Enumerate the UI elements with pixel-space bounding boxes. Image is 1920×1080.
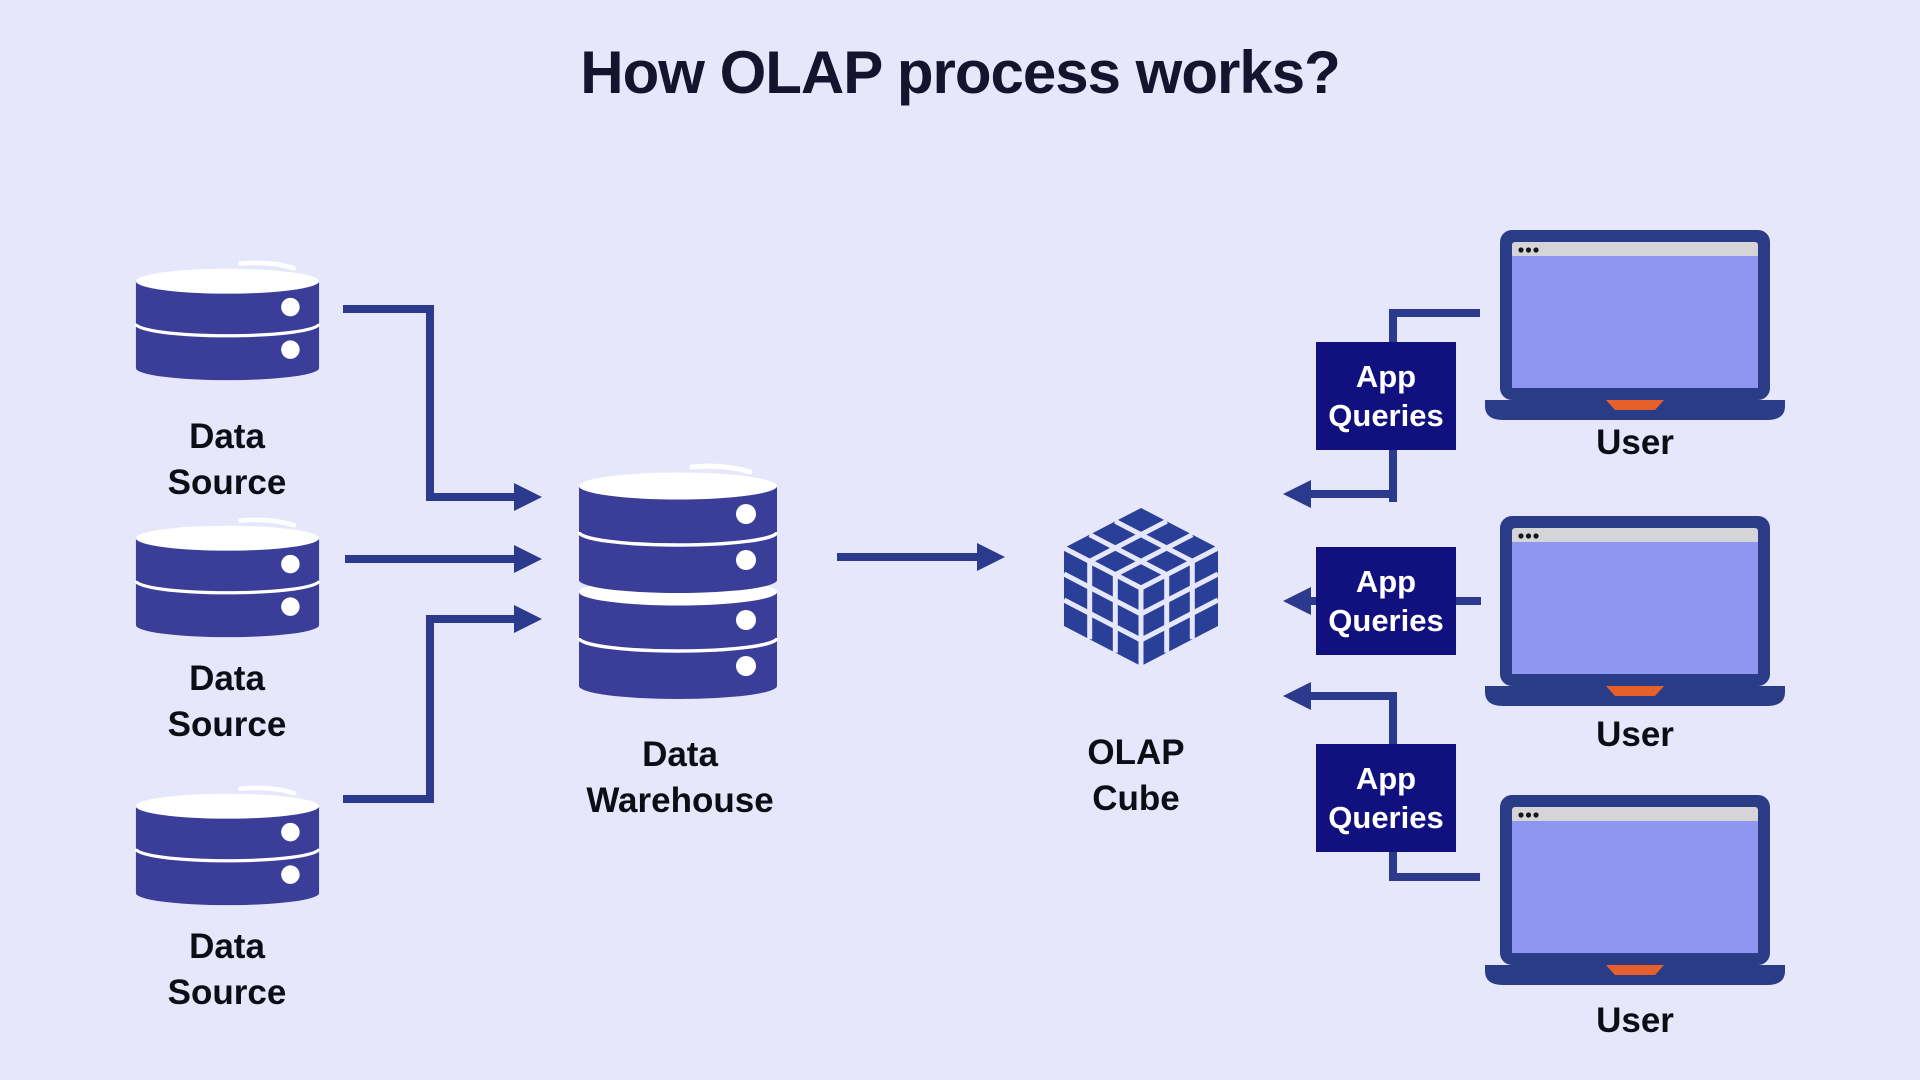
user-2-label: User <box>1485 712 1785 758</box>
laptop-icon <box>1485 795 1785 985</box>
data-source-3-label: Data Source <box>77 924 377 1016</box>
app-queries-2-line1: App <box>1355 564 1417 599</box>
app-queries-box-1: App Queries <box>1316 342 1456 450</box>
app-queries-3-line1: App <box>1355 761 1417 796</box>
app-queries-2-line2: Queries <box>1328 603 1444 638</box>
data-source-2-label: Data Source <box>77 656 377 748</box>
arrowhead-right-icon <box>514 545 542 573</box>
data-source-3-label-line2: Source <box>167 973 287 1012</box>
arrowhead-right-icon <box>514 483 542 511</box>
connector-source3-line <box>343 795 433 803</box>
connector-source3-line <box>426 615 514 623</box>
user-1-label-text: User <box>1596 423 1674 462</box>
app-queries-1-line1: App <box>1355 359 1417 394</box>
data-source-2-label-line1: Data <box>189 659 265 698</box>
database-icon <box>135 516 320 638</box>
connector-user1-line <box>1392 309 1480 317</box>
data-warehouse-icon <box>577 462 779 699</box>
olap-cube-label-line1: OLAP <box>1087 733 1185 772</box>
user-3-label-text: User <box>1596 1001 1674 1040</box>
arrowhead-left-icon <box>1283 480 1311 508</box>
app-queries-3-line2: Queries <box>1328 800 1444 835</box>
connector-user3-line <box>1392 873 1480 881</box>
data-source-3-label-line1: Data <box>189 927 265 966</box>
olap-cube-label-line2: Cube <box>1092 779 1180 818</box>
data-warehouse-label-line1: Data <box>642 735 718 774</box>
connector-warehouse-cube-line <box>837 553 977 561</box>
database-icon <box>135 259 320 381</box>
arrowhead-left-icon <box>1283 682 1311 710</box>
connector-user1-line <box>1311 490 1393 498</box>
connector-source1-line <box>426 305 434 501</box>
data-warehouse-label: Data Warehouse <box>530 732 830 824</box>
data-source-2-label-line2: Source <box>167 705 287 744</box>
laptop-icon <box>1485 516 1785 706</box>
data-source-1-label: Data Source <box>77 414 377 506</box>
connector-user3-line <box>1311 692 1393 700</box>
user-1-label: User <box>1485 420 1785 466</box>
connector-source1-line <box>426 493 514 501</box>
arrowhead-right-icon <box>514 605 542 633</box>
data-source-1-label-line2: Source <box>167 463 287 502</box>
laptop-icon <box>1485 230 1785 420</box>
app-queries-1-line2: Queries <box>1328 398 1444 433</box>
user-3-label: User <box>1485 998 1785 1044</box>
olap-cube-icon <box>1062 506 1220 668</box>
database-icon <box>577 462 779 599</box>
connector-source1-line <box>343 305 433 313</box>
database-icon <box>135 784 320 906</box>
data-warehouse-label-line2: Warehouse <box>586 781 774 820</box>
data-source-1-label-line1: Data <box>189 417 265 456</box>
page-title: How OLAP process works? <box>580 39 1340 106</box>
arrowhead-left-icon <box>1283 587 1311 615</box>
connector-source2-line <box>345 555 514 563</box>
arrowhead-right-icon <box>977 543 1005 571</box>
olap-cube-label: OLAP Cube <box>986 730 1286 822</box>
user-2-label-text: User <box>1596 715 1674 754</box>
app-queries-box-3: App Queries <box>1316 744 1456 852</box>
connector-source3-line <box>426 615 434 803</box>
app-queries-box-2: App Queries <box>1316 547 1456 655</box>
